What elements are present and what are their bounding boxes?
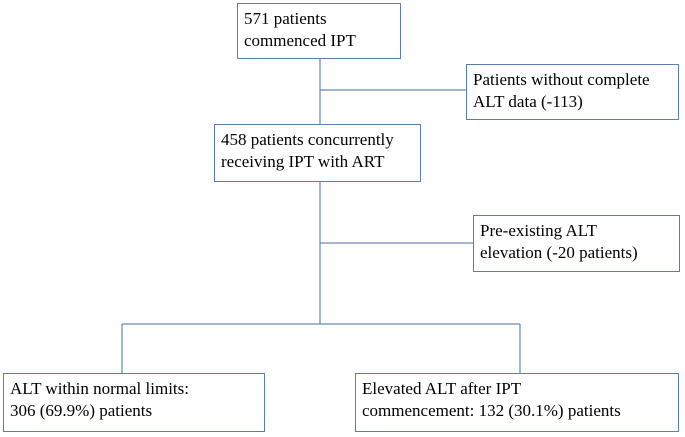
box-normal-line-2: 306 (69.9%) patients (10, 401, 153, 420)
box-outcome-alt-elevated: Elevated ALT after IPT commencement: 132… (355, 373, 679, 432)
box-outcome-alt-normal: ALT within normal limits: 306 (69.9%) pa… (3, 373, 265, 432)
box-elevated-line-1: Elevated ALT after IPT (362, 379, 522, 398)
box-exclusion-1-line-1: Patients without complete (473, 70, 650, 89)
box-start-line-1: 571 patients (244, 9, 327, 28)
box-normal-line-1: ALT within normal limits: (10, 379, 189, 398)
box-concurrent-line-2: receiving IPT with ART (221, 152, 385, 171)
box-concurrent-ipt-art: 458 patients concurrently receiving IPT … (214, 124, 421, 182)
box-exclusion-2-line-2: elevation (-20 patients) (480, 243, 638, 262)
box-exclusion-preexisting-alt: Pre-existing ALT elevation (-20 patients… (473, 215, 680, 272)
box-patients-commenced-ipt: 571 patients commenced IPT (237, 3, 401, 59)
box-exclusion-2-line-1: Pre-existing ALT (480, 221, 597, 240)
box-elevated-line-2: commencement: 132 (30.1%) patients (362, 401, 621, 420)
box-exclusion-1-line-2: ALT data (-113) (473, 92, 583, 111)
box-start-line-2: commenced IPT (244, 31, 356, 50)
box-concurrent-line-1: 458 patients concurrently (221, 130, 394, 149)
box-exclusion-incomplete-alt: Patients without complete ALT data (-113… (466, 64, 679, 120)
